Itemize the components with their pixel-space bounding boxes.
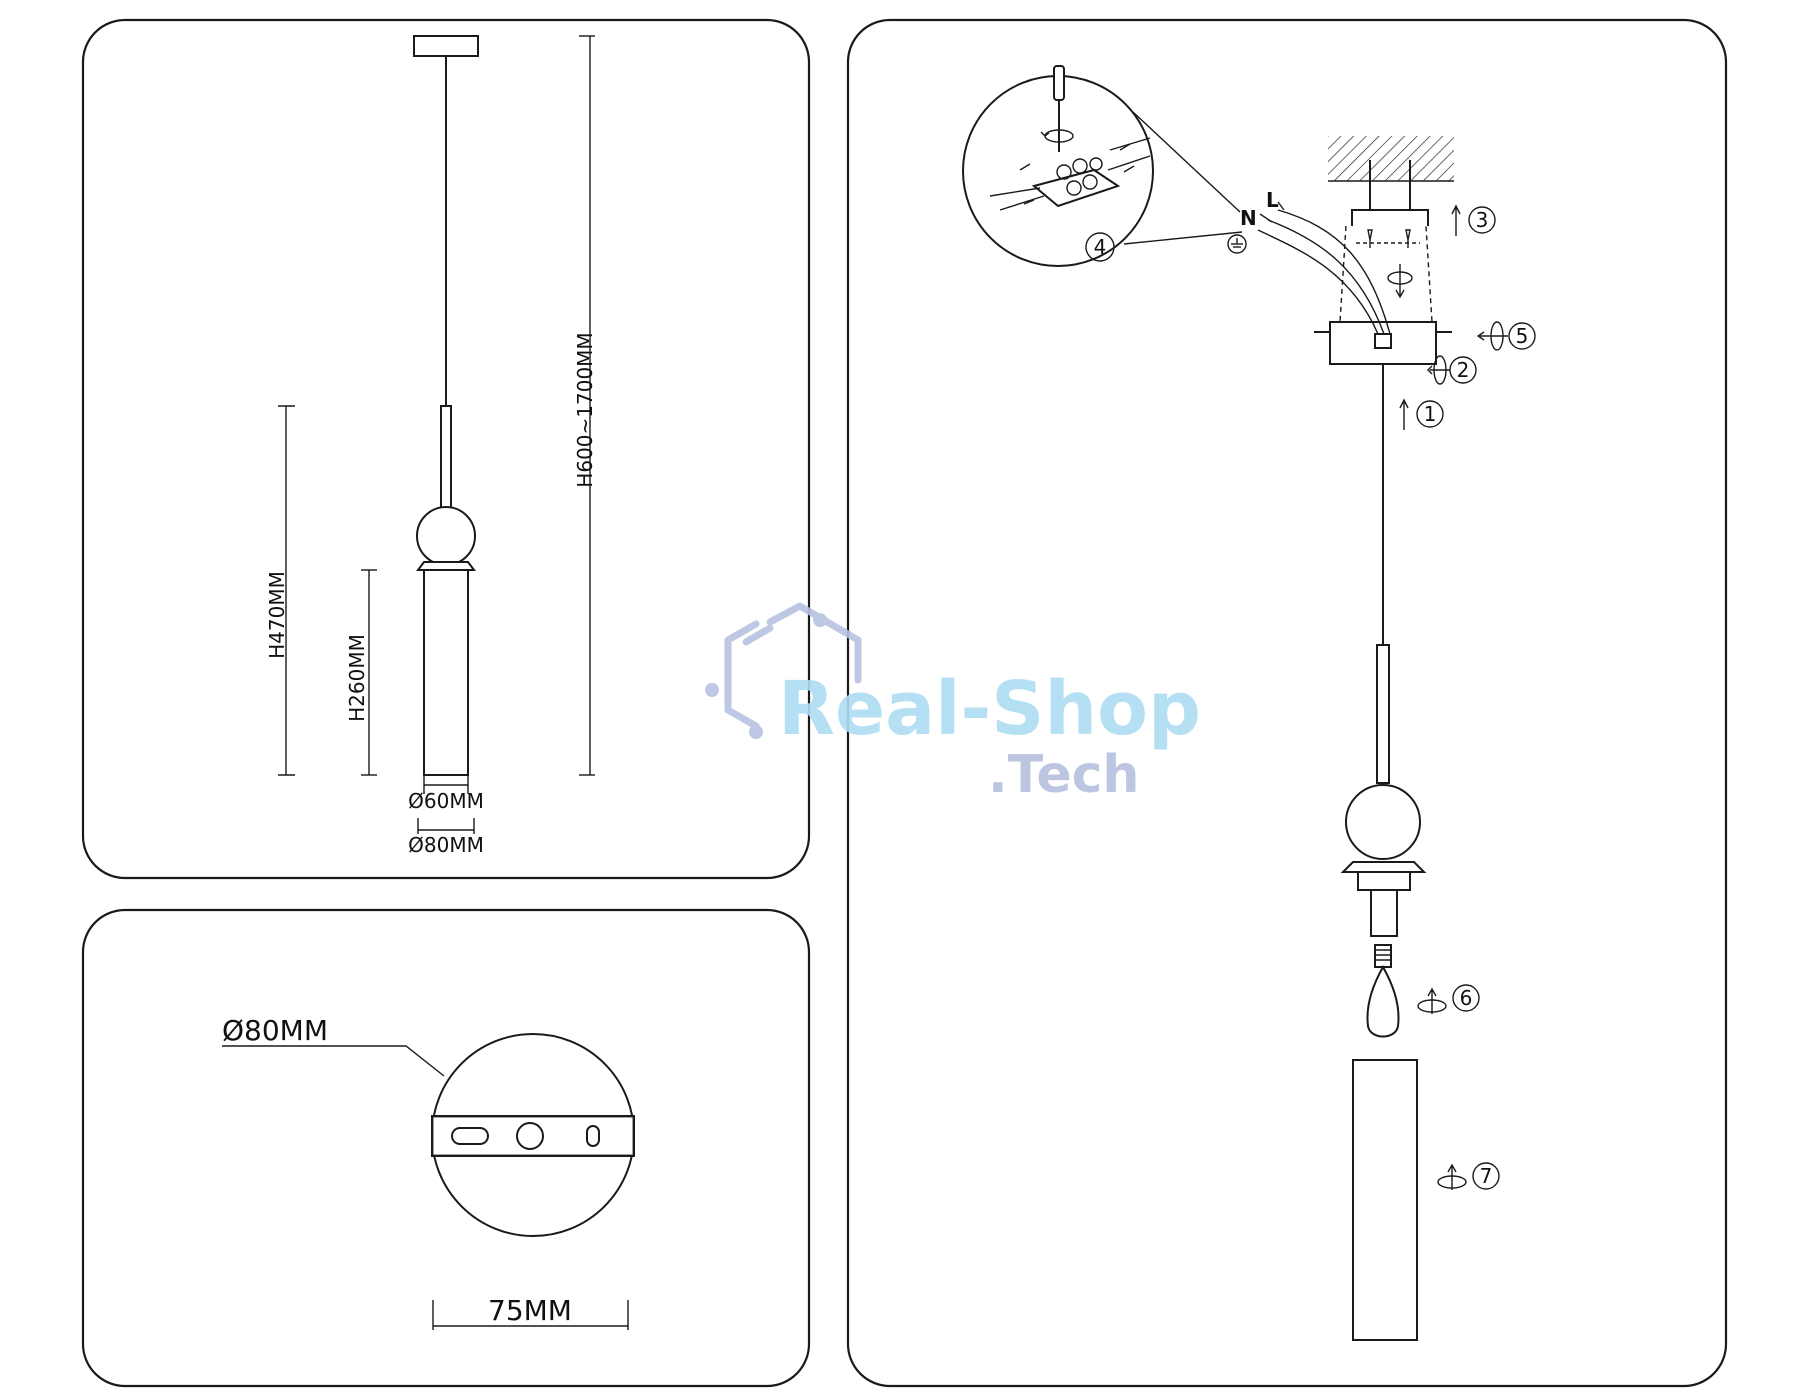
watermark-hex-logo [705, 602, 862, 739]
step-1-label: 1 [1424, 402, 1437, 426]
step-3-label: 3 [1476, 208, 1489, 232]
terminal-block [1031, 157, 1121, 208]
step-4: 4 [1085, 232, 1115, 262]
canopy-diameter-leader [222, 1045, 445, 1077]
step-7-label: 7 [1480, 1164, 1493, 1188]
dimension-bracket-width: 75MM [432, 1294, 629, 1330]
total-height-label: H600~1700MM [573, 332, 597, 487]
watermark: Real-Shop .Tech [705, 602, 1201, 805]
lamp-height-label: H470MM [265, 571, 289, 659]
bracket-slot [451, 1127, 489, 1145]
step-6-label: 6 [1460, 986, 1473, 1010]
step-7: 7 [1437, 1162, 1500, 1190]
dimension-shade-diameter: Ø60MM [408, 776, 484, 813]
dimensions-panel: H600~1700MM H470MM H260MM Ø60MM Ø80MM [81, 18, 811, 880]
installation-shade [1352, 1059, 1418, 1341]
step-2-label: 2 [1457, 358, 1470, 382]
step-2: 2 [1427, 355, 1477, 385]
terminal-wires [989, 137, 1151, 211]
installation-bracket [1351, 209, 1429, 248]
step-4-label: 4 [1094, 235, 1107, 259]
ceiling-hatch [1328, 136, 1454, 181]
dimension-shade-height: H260MM [345, 569, 377, 776]
cylinder-shade [423, 569, 469, 776]
installation-panel: N L [846, 18, 1728, 1388]
supply-wires [1257, 201, 1391, 335]
watermark-brand: Real-Shop [778, 666, 1201, 752]
step-rotate-cord [1387, 264, 1413, 299]
rotate-arrow-icon [1040, 129, 1074, 143]
cord-grip [1374, 333, 1392, 349]
neutral-label: N [1240, 206, 1257, 230]
pendant-lamp-drawing [413, 35, 479, 776]
upper-rod [440, 405, 452, 509]
up-arrow-icon [1399, 398, 1409, 430]
dimension-base-diameter: Ø80MM [408, 818, 484, 857]
ground-icon [1227, 234, 1247, 254]
canopy-diameter-label: Ø80MM [222, 1014, 328, 1047]
live-label: L [1266, 188, 1279, 212]
shade-height-label: H260MM [345, 634, 369, 722]
installation-rod [1376, 644, 1390, 784]
screwdriver-icon [1053, 65, 1065, 152]
installation-panel-frame [846, 18, 1728, 1388]
dimension-total-height: H600~1700MM [573, 35, 597, 776]
installation-sphere [1345, 784, 1421, 860]
terminal-arrows [1019, 143, 1135, 205]
ceiling-canopy [413, 35, 479, 57]
candle-bulb [1366, 944, 1400, 1038]
canopy-detail-panel: Ø80MM 75MM [81, 908, 811, 1388]
up-arrow-icon [1451, 204, 1461, 236]
shade-diameter-label: Ø60MM [408, 789, 484, 813]
bracket-center-hole [516, 1122, 544, 1150]
step-5-label: 5 [1516, 324, 1529, 348]
step-5: 5 [1476, 321, 1536, 351]
dimension-lamp-height: H470MM [265, 405, 295, 776]
bracket-screw-hole [586, 1125, 600, 1147]
step-1: 1 [1399, 398, 1444, 430]
step-6: 6 [1417, 984, 1480, 1014]
watermark-suffix: .Tech [988, 745, 1139, 805]
step-3: 3 [1451, 204, 1496, 236]
glass-sphere [416, 506, 476, 566]
installation-lamp [1340, 364, 1427, 1341]
ceiling [1328, 136, 1454, 210]
installation-collar [1340, 861, 1427, 873]
lamp-socket [1370, 889, 1398, 937]
installation-canopy [1314, 225, 1452, 365]
base-diameter-label: Ø80MM [408, 833, 484, 857]
bracket-width-label: 75MM [488, 1294, 572, 1327]
shade-collar [416, 561, 476, 571]
lamp-socket-thread [1357, 871, 1411, 891]
terminal-block-detail [962, 65, 1243, 267]
